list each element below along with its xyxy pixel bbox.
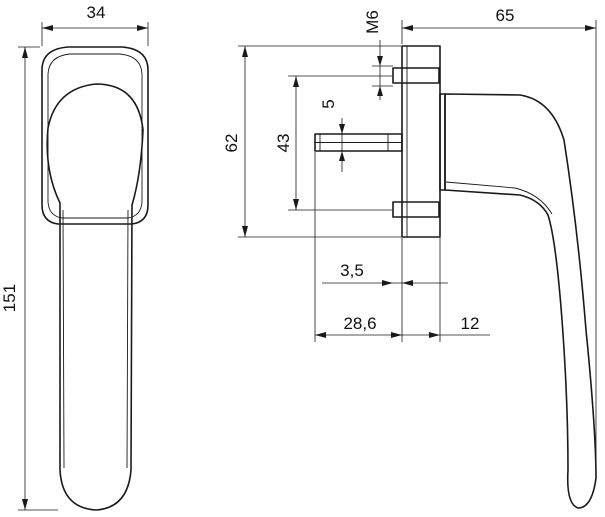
dim-label-3-5: 3,5 — [340, 261, 364, 280]
dim-label-43: 43 — [274, 134, 293, 153]
side-rose-plate — [401, 45, 441, 238]
side-lever-inner-edge — [445, 181, 553, 215]
front-rose-inner — [47, 53, 143, 219]
side-screw-boss-bottom — [392, 201, 440, 218]
dim-label-5: 5 — [319, 99, 338, 108]
front-rose-outline — [41, 46, 149, 225]
dim-label-62: 62 — [222, 134, 241, 153]
side-screw-boss-top — [392, 67, 440, 84]
dim-label-151: 151 — [0, 284, 19, 312]
dim-label-28-6: 28,6 — [343, 314, 376, 333]
side-lever-outline — [444, 93, 597, 509]
dim-label-12: 12 — [461, 314, 480, 333]
side-view: M6 5 65 62 43 3,5 — [222, 6, 597, 509]
dim-label-65: 65 — [496, 6, 515, 25]
dim-label-m6: M6 — [363, 10, 382, 34]
front-lever-ridge-right — [126, 209, 129, 469]
front-lever-outline — [46, 83, 144, 511]
front-view: 34 151 — [0, 3, 149, 511]
front-lever-ridge — [62, 209, 65, 469]
dim-label-34: 34 — [87, 3, 106, 22]
